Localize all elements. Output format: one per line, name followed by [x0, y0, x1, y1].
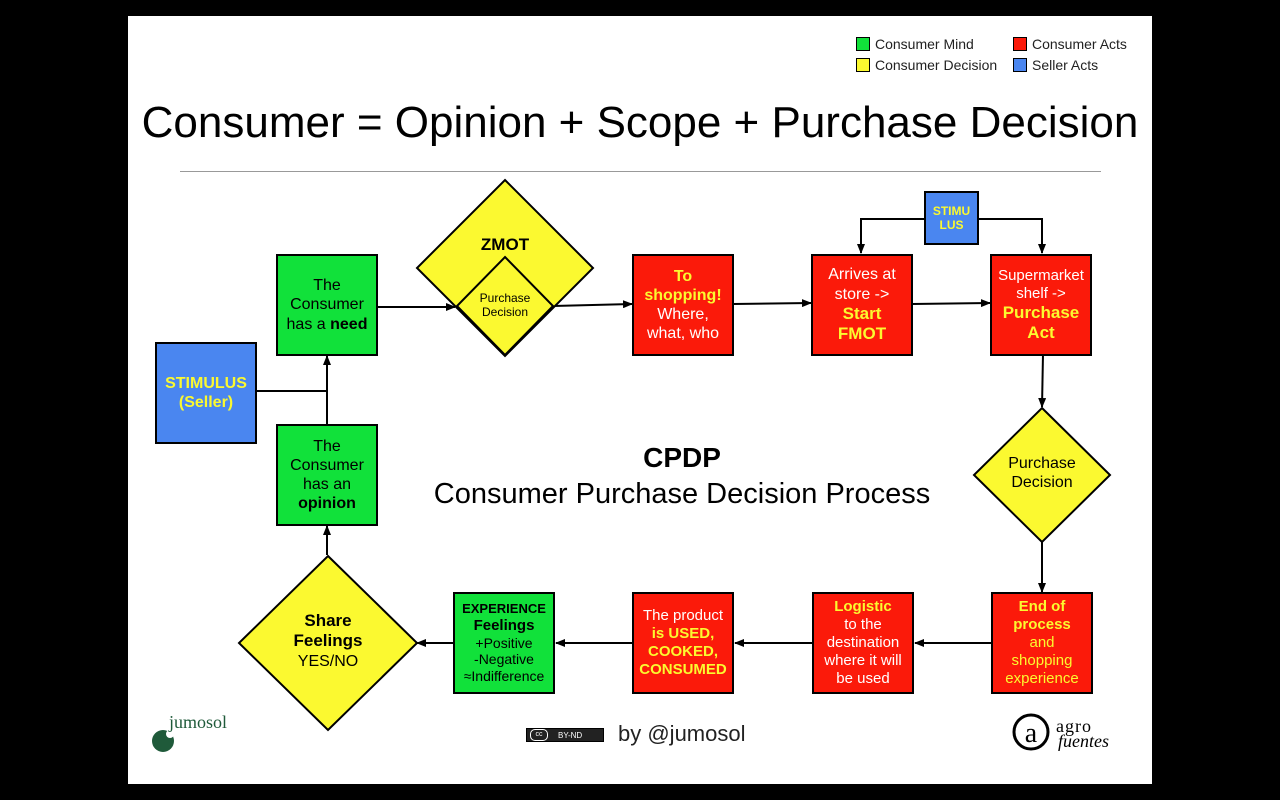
- legend-label: Consumer Mind: [875, 36, 974, 52]
- center-subtitle: Consumer Purchase Decision Process: [433, 478, 931, 510]
- svg-text:a: a: [1025, 718, 1038, 749]
- legend-item-consumer-decision: Consumer Decision: [856, 57, 997, 73]
- legend-label: Consumer Decision: [875, 57, 998, 73]
- legend-item-seller-acts: Seller Acts: [1013, 57, 1098, 73]
- consumer-need-box: The Consumer has a need: [276, 254, 378, 356]
- zmot-decision-label: Purchase Decision: [479, 291, 531, 320]
- stimulus-seller-box: STIMULUS (Seller): [155, 342, 257, 444]
- title-divider: [180, 171, 1101, 172]
- stimulus-small-box: STIMU LUS: [924, 191, 979, 245]
- jumosol-logo: jumosol: [150, 712, 240, 756]
- share-feelings-diamond: [237, 554, 419, 732]
- consumer-opinion-box: The Consumer has an opinion: [276, 424, 378, 526]
- supermarket-shelf-box: Supermarket shelf -> Purchase Act: [990, 254, 1092, 356]
- legend-swatch: [1013, 58, 1027, 72]
- legend-swatch: [856, 37, 870, 51]
- center-title: CPDP: [643, 442, 721, 473]
- legend-label: Seller Acts: [1032, 57, 1099, 73]
- legend-item-consumer-acts: Consumer Acts: [1013, 36, 1127, 52]
- legend-swatch: [856, 58, 870, 72]
- agrofuentes-logo-icon: a: [1012, 713, 1050, 751]
- experience-box: EXPERIENCE Feelings +Positive -Negative …: [453, 592, 555, 694]
- arrow-supermarket-decision: [1038, 353, 1047, 408]
- credit-text: by @jumosol: [618, 721, 746, 746]
- legend-swatch: [1013, 37, 1027, 51]
- product-used-box: The product is USED, COOKED, CONSUMED: [632, 592, 734, 694]
- arrives-store-box: Arrives at store -> Start FMOT: [811, 254, 913, 356]
- purchase-decision-label: Purchase Decision: [1008, 455, 1076, 492]
- agrofuentes-logo: a agro fuentes: [1012, 710, 1122, 756]
- jumosol-logo-icon: [152, 730, 174, 752]
- arrow-stimulus-supermarket: [978, 218, 1046, 254]
- to-shopping-box: To shopping! Where, what, who: [632, 254, 734, 356]
- legend-label: Consumer Acts: [1032, 36, 1127, 52]
- zmot-label: ZMOT: [480, 235, 530, 254]
- page-title: Consumer = Opinion + Scope + Purchase De…: [141, 98, 1139, 147]
- share-feelings-label: Share Feelings YES/NO: [293, 611, 363, 670]
- zmot-inner-diamond: [455, 255, 555, 357]
- arrow-zmot-shopping: [552, 300, 633, 309]
- end-of-process-box: End of process and shopping experience: [991, 592, 1093, 694]
- license-badge: cc BY-ND: [526, 728, 604, 742]
- logistic-box: Logistic to the destination where it wil…: [812, 592, 914, 694]
- arrow-stimulus-arrives: [857, 218, 924, 254]
- arrow-shopping-arrives: [732, 299, 812, 308]
- purchase-decision-diamond: [972, 406, 1112, 544]
- legend-item-consumer-mind: Consumer Mind: [856, 36, 974, 52]
- cc-icon: cc: [530, 729, 548, 741]
- arrow-arrives-supermarket: [911, 299, 991, 308]
